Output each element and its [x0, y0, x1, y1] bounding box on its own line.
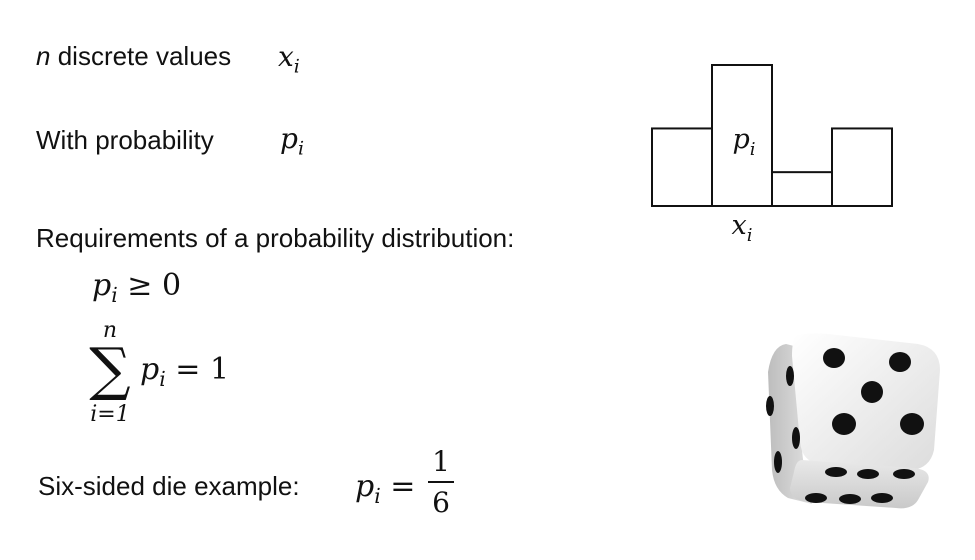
sum-p-var: p: [140, 352, 160, 387]
nonneg-rhs: ≥ 0: [127, 268, 182, 303]
nonnegativity-equation: pi ≥ 0: [92, 268, 181, 307]
discrete-values-text: discrete values: [57, 41, 232, 71]
probability-histogram: pi xi: [651, 64, 893, 246]
histogram-bar-4: [831, 127, 893, 207]
n-discrete-values-label: n discrete values: [36, 41, 231, 72]
axis-label-x-i: xi: [732, 210, 753, 246]
frac-numerator: 1: [432, 445, 450, 478]
axis-label-sub: i: [747, 225, 753, 246]
die-p-sub: i: [374, 484, 381, 509]
frac-bar: [428, 481, 454, 483]
summation-symbol: n ∑ i=1: [82, 318, 142, 430]
p-sub: i: [297, 137, 305, 160]
x-sub: i: [293, 55, 300, 78]
p-i-symbol: pi: [280, 122, 304, 160]
nonneg-p-sub: i: [111, 283, 118, 308]
sum-rhs: = 1: [175, 352, 230, 387]
die-pips: [766, 348, 924, 504]
n-letter: n: [36, 41, 51, 71]
sum-lower-limit: i=1: [90, 402, 130, 427]
bar-label-sub: i: [750, 139, 756, 160]
histogram-bar-2: [711, 64, 773, 207]
axis-label-var: x: [732, 210, 747, 241]
frac-denominator: 6: [432, 486, 450, 519]
die-p-var: p: [355, 469, 375, 504]
die-front-face: [792, 333, 940, 470]
x-var: x: [278, 40, 294, 73]
histogram-bar-1: [651, 127, 713, 207]
bar-label-var: p: [732, 124, 749, 155]
sum-equation-rhs: pi = 1: [140, 352, 229, 391]
histogram-bar-3: [771, 171, 833, 208]
requirements-heading: Requirements of a probability distributi…: [36, 223, 515, 253]
with-probability-label: With probability: [36, 125, 214, 155]
die-probability-lhs: pi =: [355, 469, 415, 508]
die-equals: =: [390, 469, 416, 504]
one-sixth-fraction: 1 6: [428, 445, 454, 519]
nonneg-p-var: p: [92, 268, 112, 303]
sum-upper-limit: n: [102, 318, 118, 343]
sum-p-sub: i: [159, 367, 166, 392]
die-example-label: Six-sided die example:: [38, 471, 300, 501]
x-i-symbol: xi: [278, 40, 300, 78]
die-icon: [766, 333, 940, 509]
sigma-icon: ∑: [89, 335, 131, 403]
bar-label-p-i: pi: [732, 124, 755, 160]
p-var: p: [280, 122, 298, 155]
